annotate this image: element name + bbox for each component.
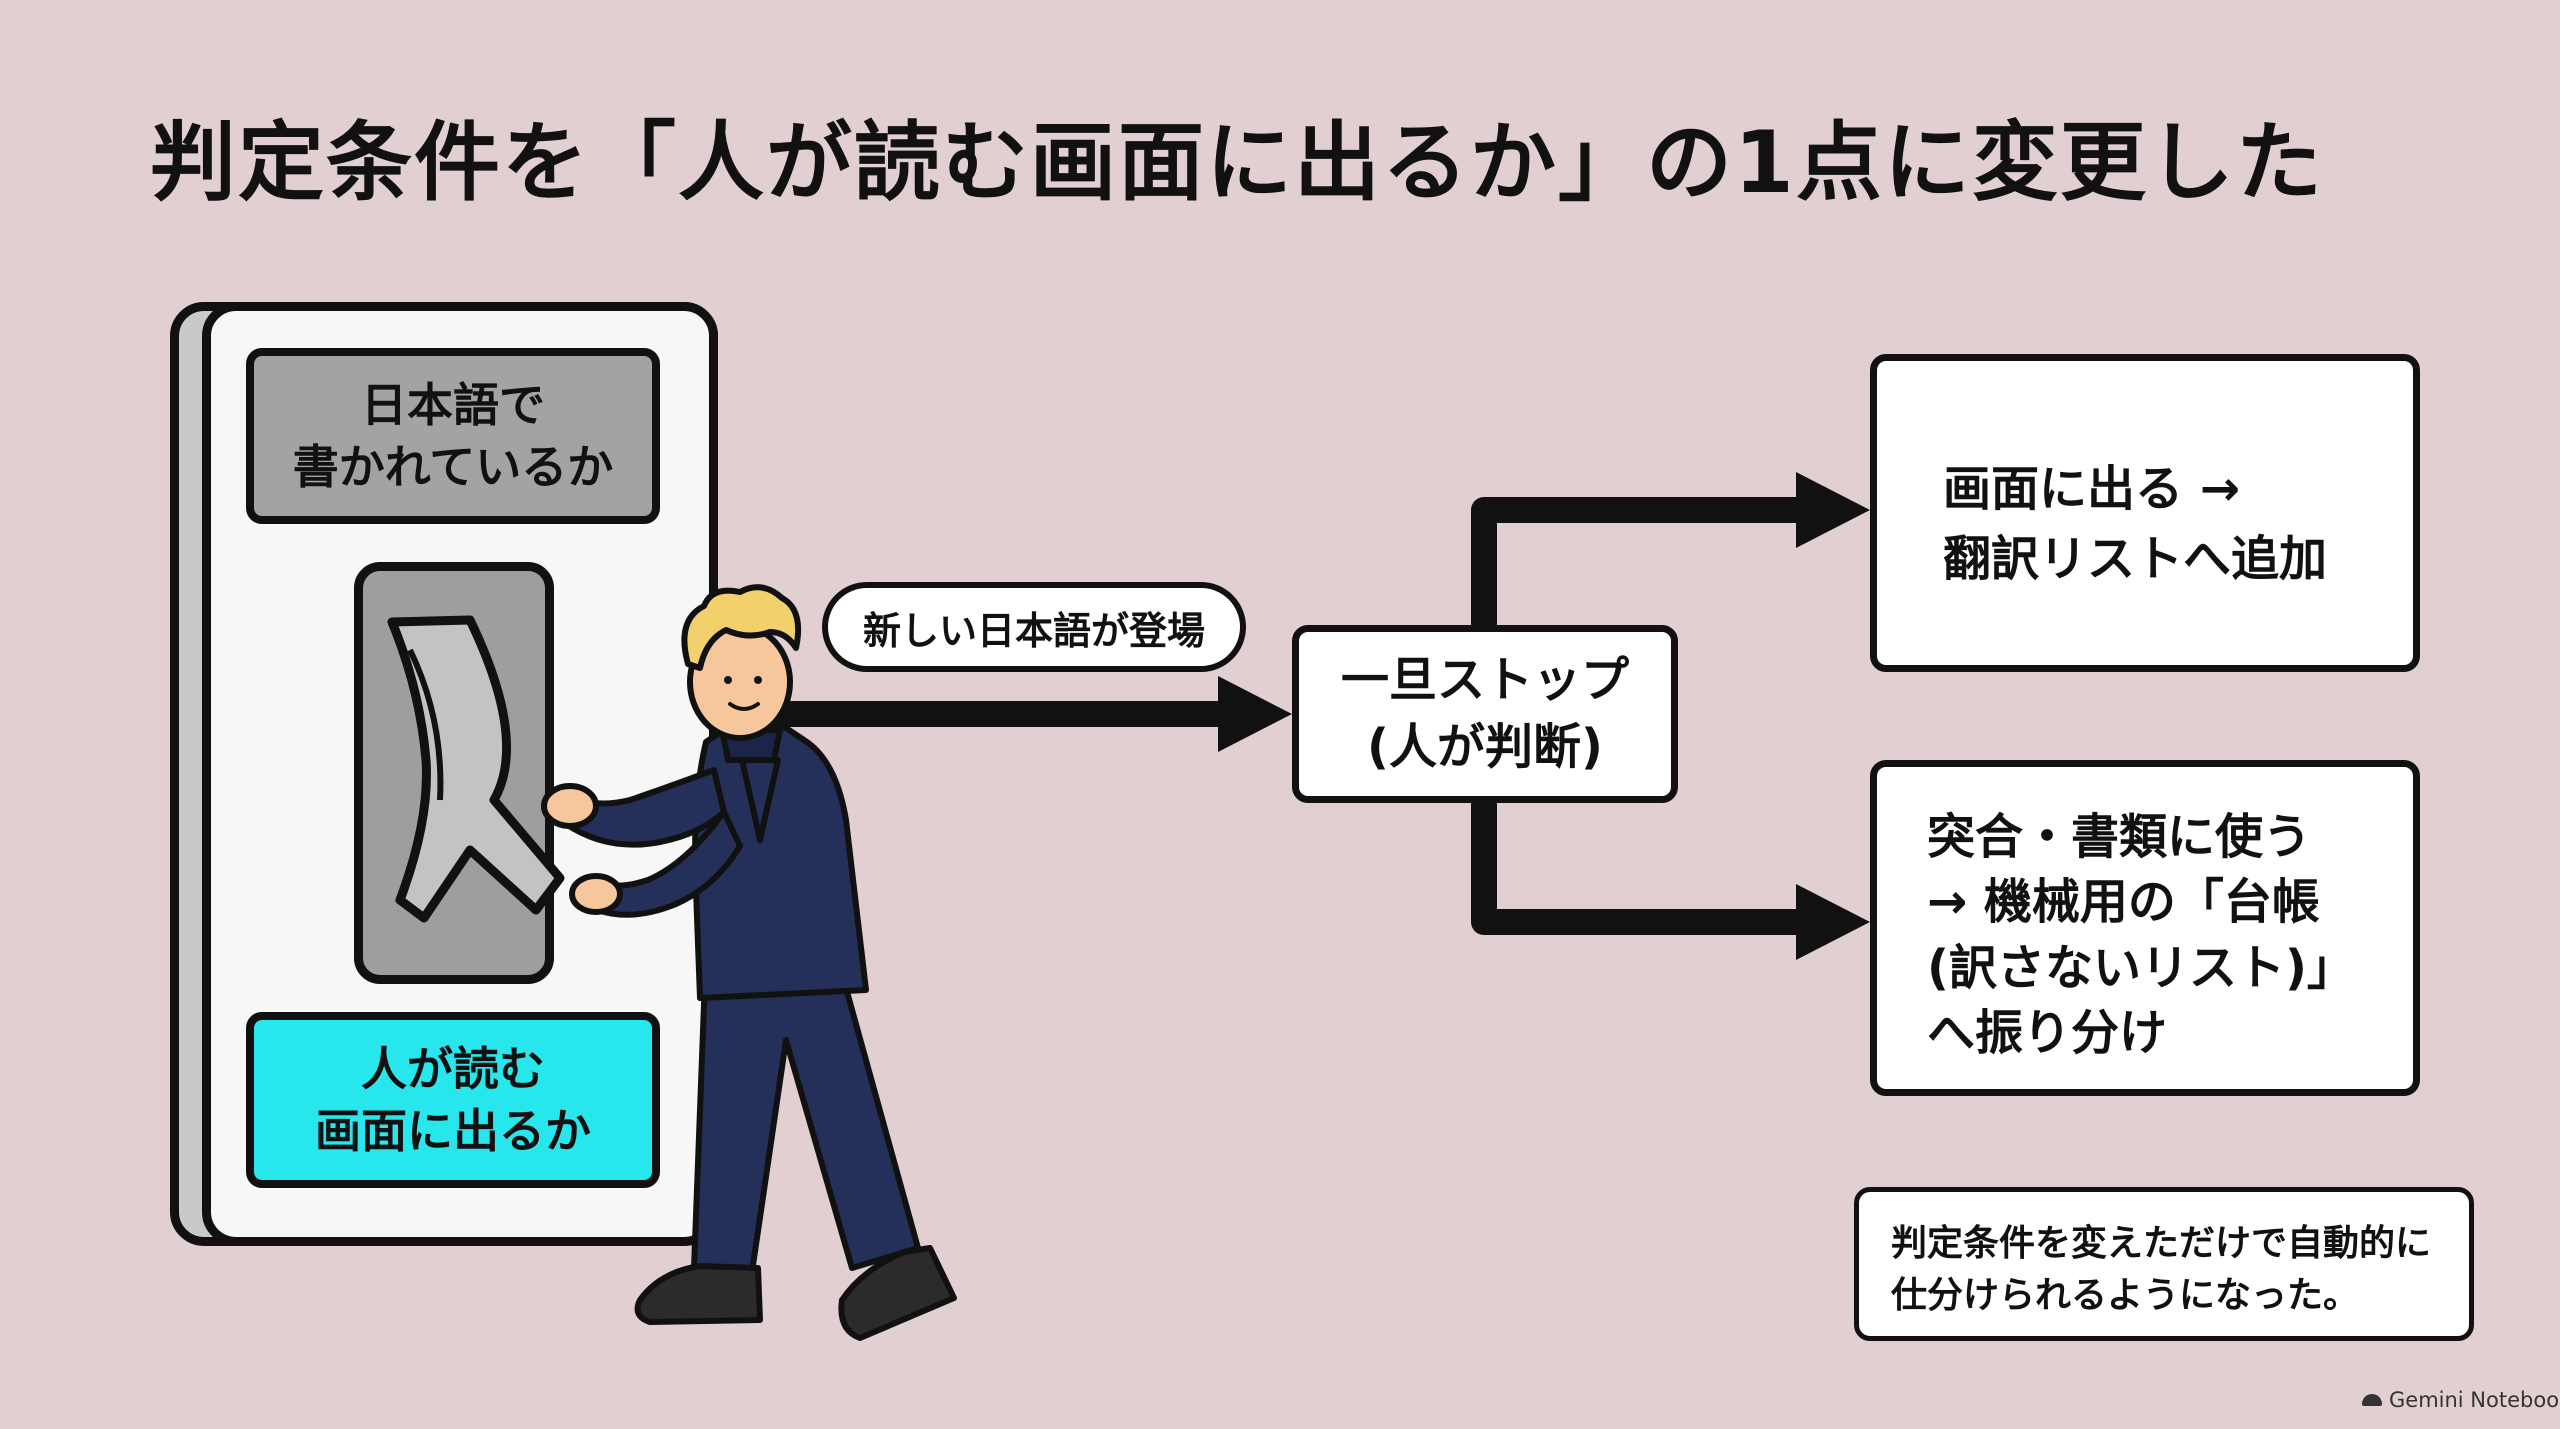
flow-arrows [775, 472, 1870, 960]
new-condition-label: 人が読む 画面に出るか [246, 1012, 660, 1188]
page-title: 判定条件を「人が読む画面に出るか」の1点に変更した [150, 113, 2324, 213]
footer-brand-text: Gemini Notebook [2389, 1388, 2560, 1412]
new-japanese-trigger-label: 新しい日本語が登場 [822, 582, 1246, 672]
footer-brand: Gemini Notebook [2362, 1388, 2560, 1412]
lever-handle[interactable] [387, 615, 565, 923]
person-illustration [541, 584, 957, 1341]
summary-note: 判定条件を変えただけで自動的に 仕分けられるようになった。 [1854, 1187, 2474, 1341]
outcome-translate-box: 画面に出る → 翻訳リストへ追加 [1870, 354, 2420, 672]
outcome-ledger-box: 突合・書類に使う → 機械用の「台帳 (訳さないリスト)」 へ振り分け [1870, 760, 2420, 1096]
old-condition-label: 日本語で 書かれているか [246, 348, 660, 524]
decision-stop-box: 一旦ストップ (人が判断) [1292, 625, 1678, 803]
notebook-logo-icon [2362, 1394, 2382, 1406]
